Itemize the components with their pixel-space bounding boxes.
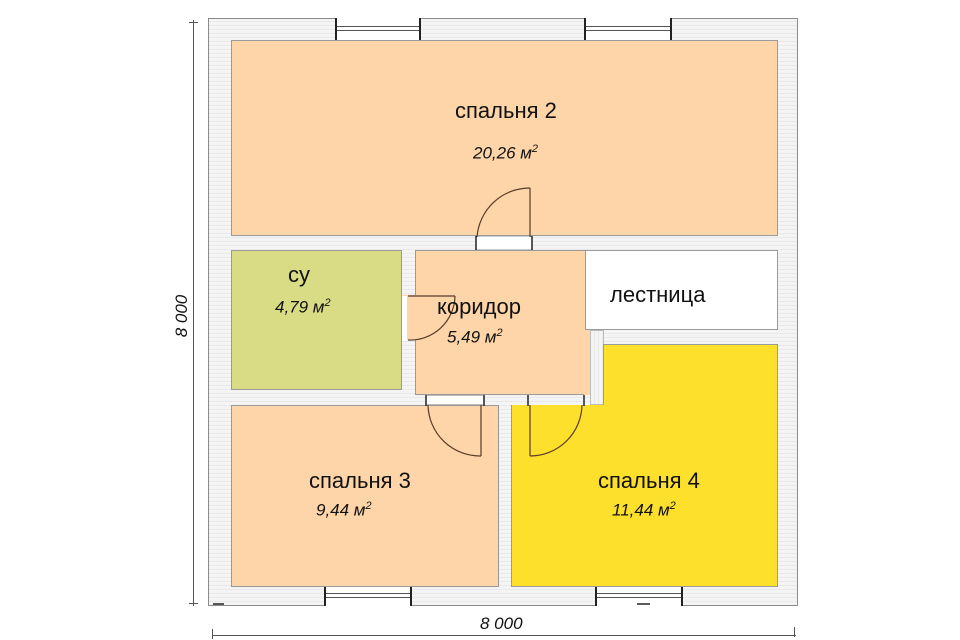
door-arc-bedroom-3 xyxy=(427,404,482,457)
room-bedroom-4-lower xyxy=(511,405,606,587)
area-bathroom: 4,79 м2 xyxy=(275,297,331,318)
room-bedroom-3[interactable] xyxy=(231,405,499,587)
area-corridor-sup: 2 xyxy=(496,327,503,339)
area-bathroom-sup: 2 xyxy=(324,297,331,309)
vertical-dimension-tick-bottom xyxy=(189,603,198,604)
label-bedroom-4: спальня 4 xyxy=(598,468,700,493)
door-opening-bedroom-3 xyxy=(427,395,483,405)
area-bedroom-4-sup: 2 xyxy=(669,500,676,512)
room-bedroom-2[interactable] xyxy=(231,40,778,236)
area-corridor-value: 5,49 м xyxy=(447,327,497,347)
door-arc-bathroom xyxy=(407,295,456,341)
label-staircase: лестница xyxy=(610,282,706,307)
label-bedroom-2: спальня 2 xyxy=(455,98,557,123)
area-bedroom-3-sup: 2 xyxy=(365,500,372,512)
window-top-right xyxy=(584,18,672,40)
room-bedroom-4[interactable] xyxy=(603,344,778,587)
area-bedroom-4: 11,44 м2 xyxy=(612,500,676,521)
door-opening-bedroom-2 xyxy=(476,236,532,250)
label-bathroom: су xyxy=(288,262,310,287)
area-bedroom-3: 9,44 м2 xyxy=(316,500,372,521)
area-bedroom-3-value: 9,44 м xyxy=(316,500,366,520)
window-bottom-left xyxy=(324,587,412,606)
area-corridor: 5,49 м2 xyxy=(447,327,503,348)
room-staircase[interactable] xyxy=(585,250,778,330)
area-bedroom-4-value: 11,44 м xyxy=(612,500,670,520)
horizontal-dimension-label: 8 000 xyxy=(480,614,523,633)
horizontal-dimension-tick-left xyxy=(212,629,213,639)
horizontal-dimension-tick-right xyxy=(794,627,795,637)
door-arc-bedroom-2 xyxy=(476,187,531,238)
window-top-left xyxy=(335,18,421,40)
vertical-dimension-line xyxy=(193,20,194,606)
door-arc-bedroom-4 xyxy=(529,404,583,457)
horizontal-dimension-line xyxy=(212,635,796,636)
area-bedroom-2-sup: 2 xyxy=(531,143,539,155)
vertical-dimension-tick-top xyxy=(189,22,198,23)
window-bottom-right xyxy=(595,587,683,606)
area-bedroom-2: 20,26 м2 xyxy=(473,143,538,164)
area-bathroom-value: 4,79 м xyxy=(275,297,325,317)
room-bathroom[interactable] xyxy=(231,250,402,390)
area-bedroom-2-value: 20,26 м xyxy=(473,143,532,163)
door-opening-bathroom xyxy=(402,296,407,341)
label-bedroom-3: спальня 3 xyxy=(309,468,411,493)
room-corridor[interactable] xyxy=(415,250,585,395)
label-corridor: коридор xyxy=(437,294,521,319)
